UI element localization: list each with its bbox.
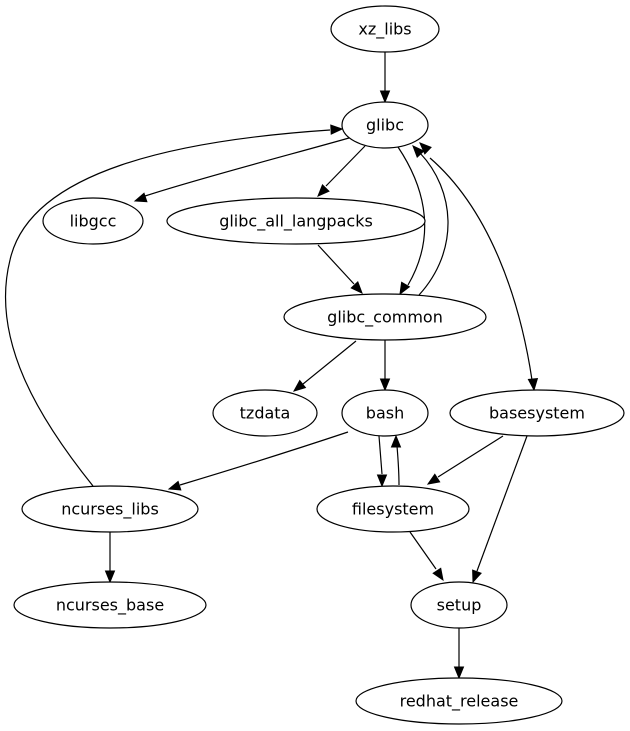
edge-basesystem-to-filesystem [426, 435, 504, 485]
edge-ncurses_libs-to-ncurses_base [104, 532, 116, 584]
edge-line [437, 435, 504, 478]
edge-ncurses_libs-to-glibc [4, 124, 344, 487]
node-ellipse [330, 5, 440, 53]
arrowhead-icon [453, 666, 465, 680]
edge-line [476, 435, 528, 572]
arrowhead-icon [379, 90, 391, 104]
arrowhead-icon [527, 377, 539, 392]
arrowhead-icon [292, 379, 307, 392]
node-ellipse [42, 197, 144, 245]
node-label: filesystem [352, 500, 434, 519]
node-libgcc[interactable]: libgcc [42, 197, 144, 245]
edge-glibc_common-to-bash [379, 340, 391, 392]
node-label: glibc_all_langpacks [219, 212, 373, 232]
node-setup[interactable]: setup [410, 581, 508, 629]
arrowhead-icon [133, 192, 148, 203]
node-ellipse [166, 197, 426, 245]
node-label: glibc [366, 116, 404, 135]
edge-glibc_common-to-glibc [412, 145, 449, 296]
node-ellipse [449, 389, 625, 437]
node-label: tzdata [240, 404, 291, 423]
edge-xz_libs-to-glibc [379, 52, 391, 104]
node-ellipse [355, 677, 563, 725]
edge-glibc_common-to-tzdata [292, 340, 357, 392]
arrowhead-icon [412, 145, 425, 158]
node-ellipse [341, 101, 429, 149]
edge-glibc_all_langpacks-to-glibc_common [317, 244, 363, 294]
edge-line [378, 435, 383, 475]
edge-line [429, 157, 533, 381]
edge-line [325, 145, 366, 187]
arrowhead-icon [432, 567, 444, 582]
edge-glibc-to-libgcc [133, 137, 350, 203]
edge-line [4, 129, 331, 487]
node-tzdata[interactable]: tzdata [212, 389, 318, 437]
arrowhead-icon [426, 473, 441, 485]
arrowhead-icon [390, 434, 402, 448]
edge-bash-to-filesystem [376, 435, 388, 488]
node-label: glibc_common [327, 308, 443, 328]
edges-layer [4, 52, 539, 680]
node-label: basesystem [489, 404, 585, 423]
node-glibc-common[interactable]: glibc_common [283, 293, 487, 341]
edge-line [409, 531, 437, 570]
arrowhead-icon [376, 474, 388, 488]
arrowhead-icon [350, 281, 363, 294]
node-ellipse [13, 581, 207, 629]
node-glibc[interactable]: glibc [341, 101, 429, 149]
edge-line [317, 244, 355, 285]
node-ncurses-base[interactable]: ncurses_base [13, 581, 207, 629]
edge-line [302, 340, 357, 385]
edge-setup-to-redhat_release [453, 628, 465, 680]
node-ncurses-libs[interactable]: ncurses_libs [21, 485, 199, 533]
node-label: ncurses_libs [61, 500, 159, 520]
node-filesystem[interactable]: filesystem [316, 485, 470, 533]
node-label: redhat_release [400, 692, 519, 712]
edge-filesystem-to-bash [390, 434, 402, 486]
edge-basesystem-to-setup [472, 435, 528, 584]
arrowhead-icon [317, 184, 330, 197]
node-label: bash [366, 404, 404, 423]
node-glibc-all-langpacks[interactable]: glibc_all_langpacks [166, 197, 426, 245]
node-basesystem[interactable]: basesystem [449, 389, 625, 437]
arrowhead-icon [104, 570, 116, 584]
arrowhead-icon [399, 281, 411, 296]
node-ellipse [341, 389, 429, 437]
node-label: libgcc [70, 212, 117, 231]
node-ellipse [410, 581, 508, 629]
arrowhead-icon [419, 142, 432, 155]
edge-line [418, 152, 449, 296]
node-bash[interactable]: bash [341, 389, 429, 437]
node-ellipse [283, 293, 487, 341]
edge-line [397, 146, 426, 286]
node-ellipse [21, 485, 199, 533]
node-redhat-release[interactable]: redhat_release [355, 677, 563, 725]
edge-line [144, 137, 350, 197]
node-label: ncurses_base [56, 596, 164, 616]
node-xz-libs[interactable]: xz_libs [330, 5, 440, 53]
arrowhead-icon [330, 124, 344, 135]
edge-glibc-to-glibc_common [397, 146, 426, 296]
arrowhead-icon [379, 378, 391, 392]
edge-glibc-to-basesystem [419, 142, 539, 392]
arrowhead-icon [472, 569, 482, 584]
edge-glibc-to-glibc_all_langpacks [317, 145, 366, 197]
node-label: setup [437, 596, 482, 615]
edge-filesystem-to-setup [409, 531, 444, 582]
arrowhead-icon [167, 480, 182, 491]
node-ellipse [316, 485, 470, 533]
edge-line [179, 431, 349, 486]
edge-line [396, 445, 400, 486]
node-ellipse [212, 389, 318, 437]
edge-bash-to-ncurses_libs [167, 431, 349, 491]
node-label: xz_libs [358, 20, 411, 40]
